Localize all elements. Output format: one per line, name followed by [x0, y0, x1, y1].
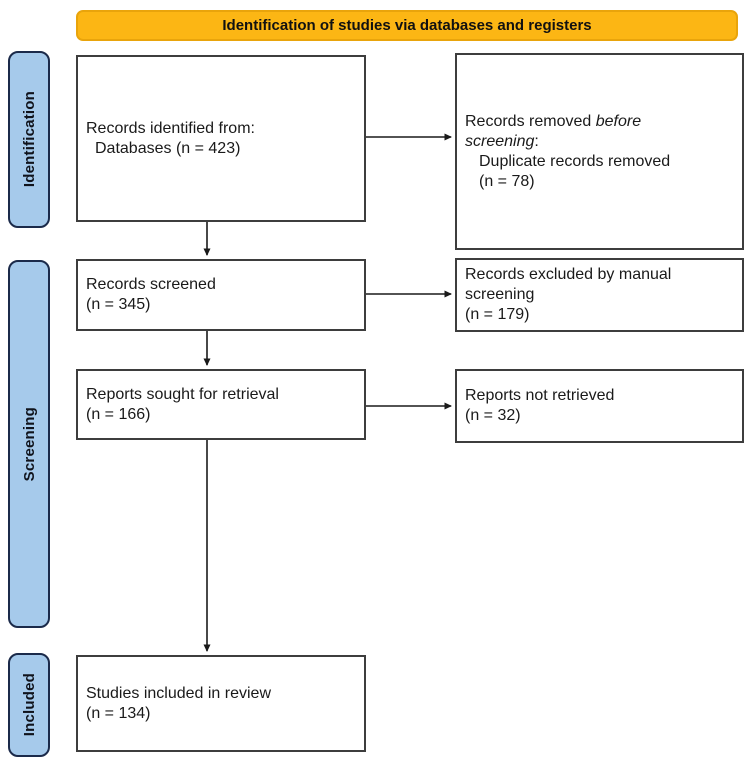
box-records-screened: Records screened (n = 345) [76, 259, 366, 331]
box-line: screening: [465, 132, 734, 152]
box-line: Databases (n = 423) [95, 139, 241, 157]
box-line: (n = 179) [465, 306, 530, 323]
sidebar-stage-identification: Identification [8, 51, 50, 228]
box-records-excluded: Records excluded by manual screening (n … [455, 258, 744, 332]
box-line: (n = 32) [465, 407, 521, 424]
sidebar-stage-screening: Screening [8, 260, 50, 628]
text-segment-italic: screening [465, 132, 535, 150]
box-line: Records removed before [465, 112, 734, 132]
box-line: screening [465, 286, 535, 303]
text-segment: : [534, 132, 539, 150]
stage-label-screening: Screening [20, 406, 38, 482]
box-line: Duplicate records removed [479, 152, 671, 170]
box-records-removed: Records removed before screening: Duplic… [455, 53, 744, 250]
header-title: Identification of studies via databases … [222, 17, 592, 34]
sidebar-stage-included: Included [8, 653, 50, 757]
box-line: (n = 345) [86, 296, 151, 313]
header-banner: Identification of studies via databases … [76, 10, 738, 41]
box-line: Reports not retrieved [465, 387, 615, 404]
box-line: Records screened [86, 276, 216, 293]
stage-label-included: Included [20, 673, 38, 737]
box-line: Records identified from: [86, 119, 255, 137]
text-segment-italic: before [595, 112, 642, 130]
box-records-identified: Records identified from: Databases (n = … [76, 55, 366, 222]
text-segment: Records removed [465, 112, 596, 130]
box-reports-not-retrieved: Reports not retrieved (n = 32) [455, 369, 744, 443]
box-line: (n = 166) [86, 405, 151, 423]
box-line: (n = 78) [479, 172, 535, 190]
box-line: Records excluded by manual [465, 266, 672, 283]
box-line: Reports sought for retrieval [86, 385, 279, 403]
box-studies-included: Studies included in review (n = 134) [76, 655, 366, 752]
box-reports-sought: Reports sought for retrieval (n = 166) [76, 369, 366, 440]
box-line: (n = 134) [86, 704, 151, 722]
box-line: Studies included in review [86, 684, 271, 702]
stage-label-identification: Identification [20, 91, 38, 188]
